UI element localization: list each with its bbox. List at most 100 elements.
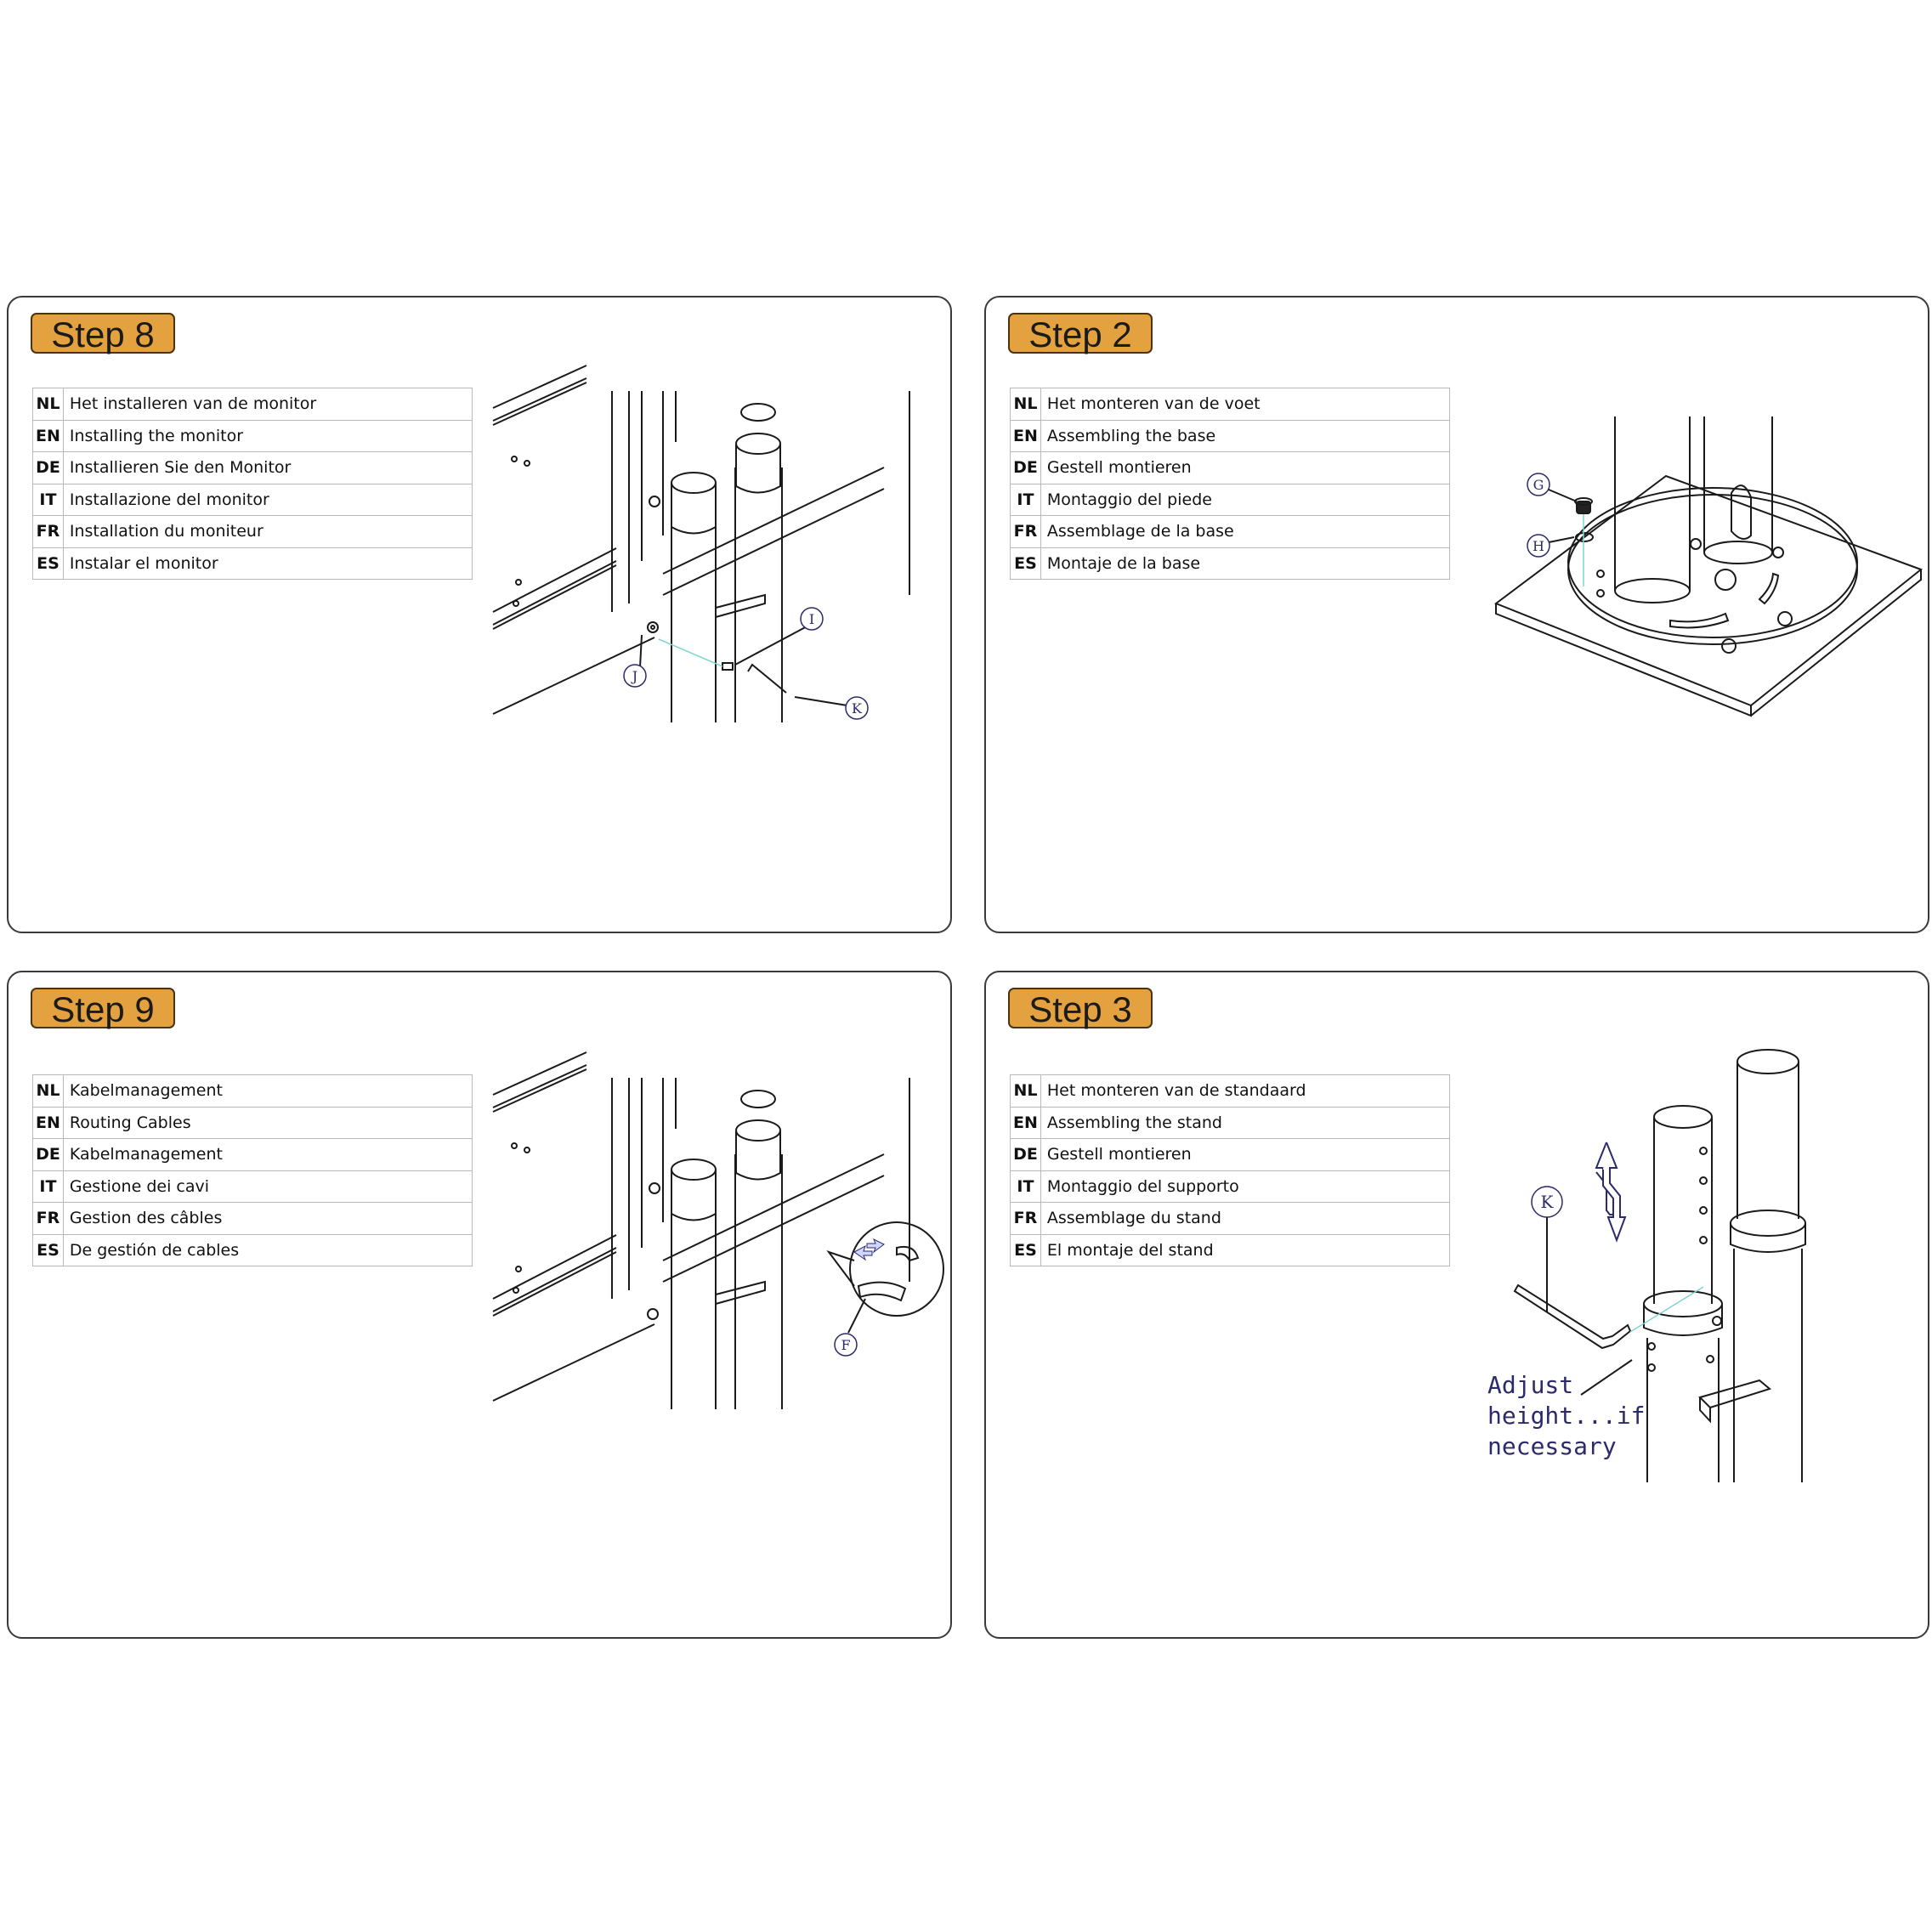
- lang-text: El montaje del stand: [1040, 1233, 1451, 1266]
- lang-code: IT: [1010, 1170, 1041, 1203]
- lang-code: DE: [32, 1138, 64, 1171]
- callout-label-I: I: [809, 611, 814, 627]
- base-assembly-diagram: G H: [1493, 416, 1924, 717]
- lang-text: Routing Cables: [62, 1106, 473, 1139]
- callout-label-G: G: [1533, 477, 1544, 493]
- lang-code: DE: [1010, 1138, 1041, 1171]
- lang-text: Het monteren van de standaard: [1040, 1074, 1451, 1108]
- lang-code: ES: [1010, 1233, 1041, 1266]
- lang-text: De gestión de cables: [62, 1233, 473, 1266]
- lang-text: Installing the monitor: [62, 419, 473, 452]
- monitor-install-diagram: I J K: [492, 365, 910, 722]
- lang-text: Montaggio del supporto: [1040, 1170, 1451, 1203]
- callout-label-K: K: [1541, 1192, 1555, 1212]
- lang-code: ES: [1010, 547, 1041, 580]
- lang-code: NL: [32, 1074, 64, 1108]
- callout-G: [1527, 473, 1550, 496]
- lang-text: Assembling the base: [1040, 419, 1451, 452]
- lang-text: Het installeren van de monitor: [62, 388, 473, 421]
- lang-text: Installation du moniteur: [62, 515, 473, 548]
- callout-label-J: J: [631, 668, 637, 684]
- lang-text: Gestione dei cavi: [62, 1170, 473, 1203]
- lang-code: ES: [32, 547, 64, 580]
- step-9-badge: Step 9: [31, 988, 175, 1029]
- lang-code: IT: [32, 483, 64, 516]
- lang-text: Assembling the stand: [1040, 1106, 1451, 1139]
- lang-code: NL: [1010, 388, 1041, 421]
- lang-text: Het monteren van de voet: [1040, 388, 1451, 421]
- lang-code: DE: [1010, 451, 1041, 484]
- lang-code: EN: [1010, 1106, 1041, 1139]
- lang-code: NL: [1010, 1074, 1041, 1108]
- lang-text: Installazione del monitor: [62, 483, 473, 516]
- lang-text: Installieren Sie den Monitor: [62, 451, 473, 484]
- callout-I: [800, 607, 824, 631]
- step-8-badge: Step 8: [31, 313, 175, 354]
- lang-code: EN: [32, 1106, 64, 1139]
- lang-code: FR: [32, 515, 64, 548]
- callout-K: [1531, 1186, 1563, 1218]
- cable-routing-diagram: F: [492, 1051, 944, 1409]
- callout-H: [1527, 534, 1550, 558]
- lang-code: FR: [1010, 1202, 1041, 1235]
- lang-code: NL: [32, 388, 64, 421]
- lang-text: Kabelmanagement: [62, 1074, 473, 1108]
- callout-label-H: H: [1533, 538, 1544, 554]
- lang-text: Gestell montieren: [1040, 1138, 1451, 1171]
- lang-text: Montaggio del piede: [1040, 483, 1451, 516]
- callout-J: [623, 664, 647, 688]
- callout-F: [834, 1333, 858, 1357]
- lang-text: Kabelmanagement: [62, 1138, 473, 1171]
- step-2-badge: Step 2: [1008, 313, 1153, 354]
- lang-text: Gestell montieren: [1040, 451, 1451, 484]
- lang-code: IT: [1010, 483, 1041, 516]
- callout-K: [845, 696, 869, 720]
- lang-code: FR: [1010, 515, 1041, 548]
- lang-code: EN: [32, 419, 64, 452]
- lang-text: Gestion des câbles: [62, 1202, 473, 1235]
- lang-code: FR: [32, 1202, 64, 1235]
- lang-text: Instalar el monitor: [62, 547, 473, 580]
- lang-text: Assemblage du stand: [1040, 1202, 1451, 1235]
- adjust-note-line-1: Adjust: [1487, 1371, 1573, 1399]
- lang-code: ES: [32, 1233, 64, 1266]
- adjust-note-line-3: necessary: [1487, 1432, 1617, 1460]
- step-3-badge: Step 3: [1008, 988, 1153, 1029]
- lang-text: Montaje de la base: [1040, 547, 1451, 580]
- callout-label-F: F: [841, 1337, 850, 1353]
- lang-code: DE: [32, 451, 64, 484]
- stand-assembly-diagram: K Adjust height...if necessary: [1487, 1049, 1806, 1482]
- callout-label-K: K: [852, 700, 863, 717]
